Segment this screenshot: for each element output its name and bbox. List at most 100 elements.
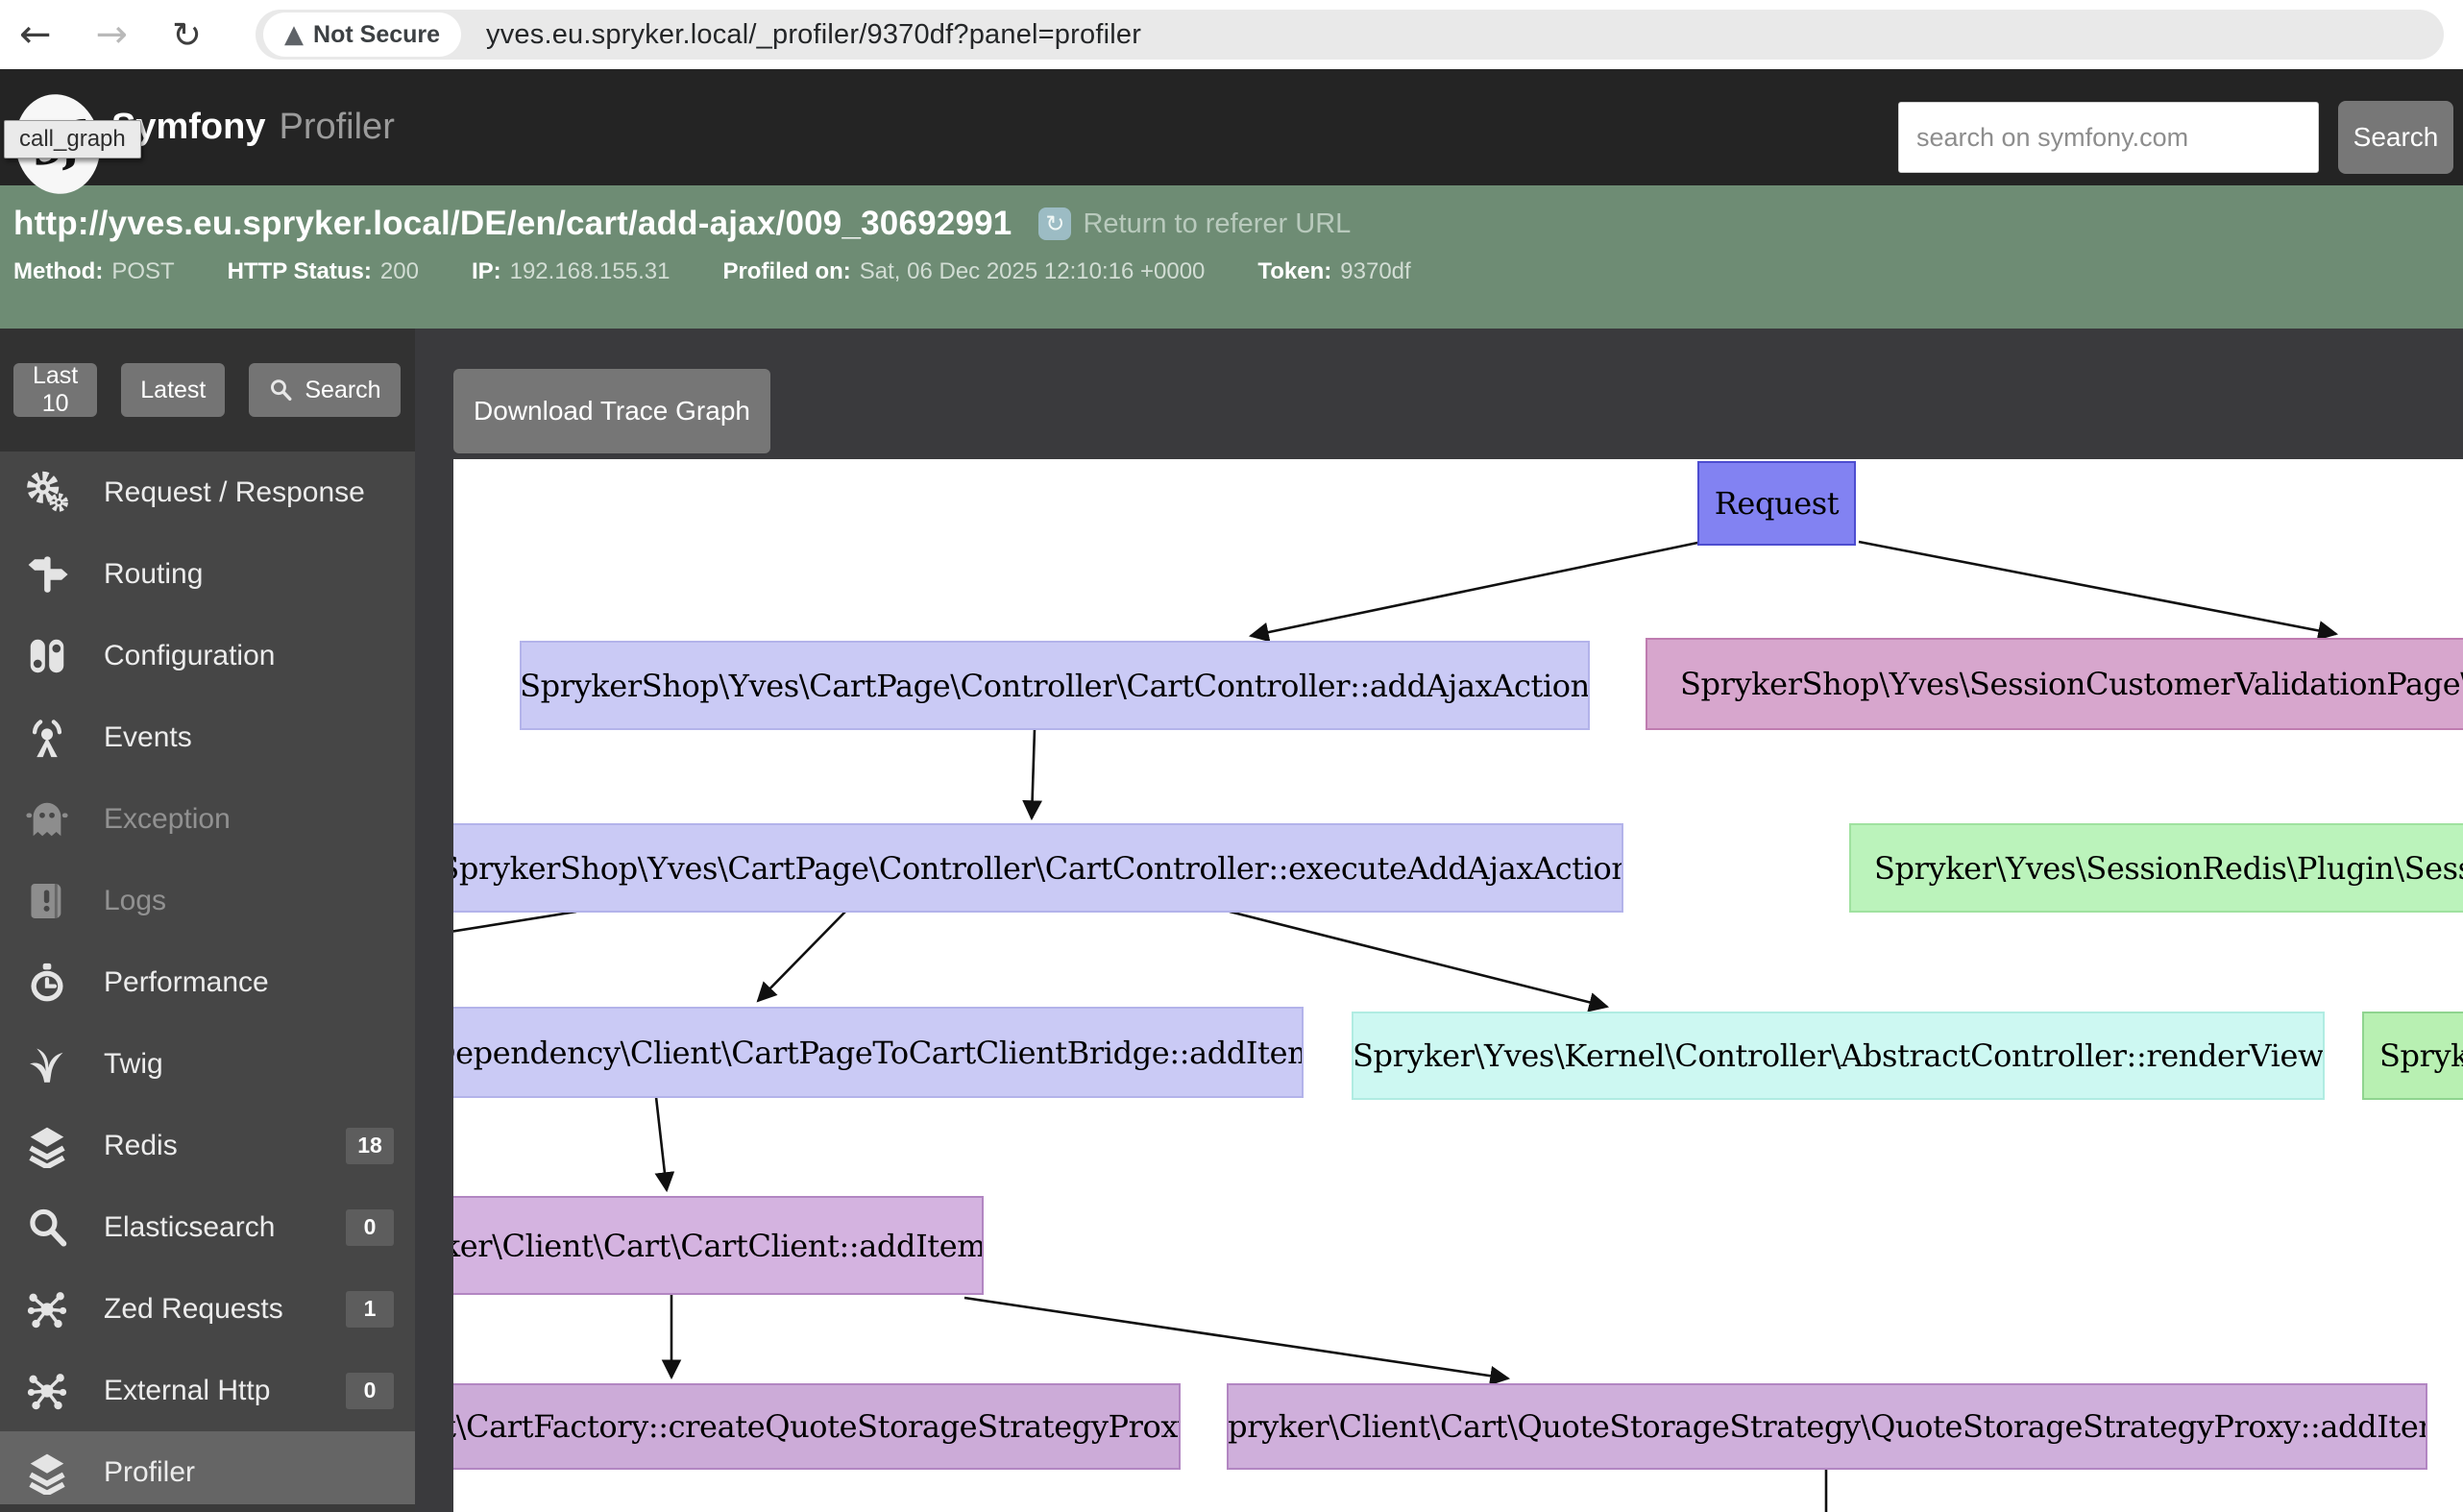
call-graph-edge [1229,910,1610,1012]
sidebar-item-label: Events [104,720,192,753]
call-graph-node-add-ajax-action[interactable]: SprykerShop\Yves\CartPage\Controller\Car… [520,641,1590,730]
return-to-referer-link[interactable]: ↻ Return to referer URL [1038,207,1351,240]
meta-label: Token: [1257,258,1332,284]
meta-value: POST [111,258,175,284]
meta-profiled-on: Profiled on: Sat, 06 Dec 2025 12:10:16 +0… [722,258,1205,285]
toggles-icon [25,634,69,678]
call-graph-edge [453,910,577,933]
sidebar-item-routing[interactable]: Routing [0,533,415,615]
profiler-header: sf call_graph Symfony Profiler Search [0,69,2463,201]
sidebar-item-label: Configuration [104,639,276,671]
security-chip[interactable]: ▲︎ Not Secure [263,12,462,57]
sidebar-item-label: External Http [104,1374,271,1406]
call-graph-edge [654,1096,675,1193]
call-graph-node-quote-storage-strategy-proxy-add-item[interactable]: Spryker\Client\Cart\QuoteStorageStrategy… [1227,1383,2427,1470]
sidebar-item-profiler[interactable]: Profiler [0,1431,415,1512]
meta-method: Method: POST [13,258,175,285]
sidebar-item-logs[interactable]: Logs [0,860,415,941]
meta-label: HTTP Status: [227,258,372,284]
call-graph-edges [453,540,2339,1512]
sidebar-item-label: Profiler [104,1455,196,1488]
meta-token: Token:9370df [1257,258,1410,285]
sidebar-item-zed-requests[interactable]: Zed Requests 1 [0,1268,415,1350]
sidebar-item-label: Zed Requests [104,1292,283,1325]
meta-value: 192.168.155.31 [509,258,671,284]
sidebar-item-performance[interactable]: Performance [0,941,415,1023]
meta-label: Profiled on: [722,258,851,284]
meta-label: Method: [13,258,104,284]
sidebar-item-elasticsearch[interactable]: Elasticsearch 0 [0,1186,415,1268]
layers-icon [25,1451,69,1495]
gears-icon [25,471,69,515]
network-icon [25,1287,69,1331]
sidebar-item-redis[interactable]: Redis 18 [0,1105,415,1186]
meta-value: Sat, 06 Dec 2025 12:10:16 +0000 [859,258,1206,284]
call-graph-node-request[interactable]: Request [1697,461,1856,546]
browser-toolbar: ← → ↻ ▲︎ Not Secure yves.eu.spryker.loca… [0,0,2463,69]
network-icon [25,1369,69,1413]
magnifier-icon [25,1206,69,1250]
sidebar-item-external-http[interactable]: External Http 0 [0,1350,415,1431]
sidebar-item-twig[interactable]: Twig [0,1023,415,1105]
call-graph-edge [963,1296,1511,1386]
magnifier-icon [268,378,293,402]
page-title: Symfony Profiler [111,69,395,185]
call-graph-node-green-partial[interactable]: Spryk [2362,1012,2463,1100]
forward-icon[interactable]: → [95,12,129,57]
call-graph-node-abstract-controller-render-view[interactable]: Spryker\Yves\Kernel\Controller\AbstractC… [1352,1012,2325,1100]
call-graph-node-execute-add-ajax-action[interactable]: SprykerShop\Yves\CartPage\Controller\Car… [453,823,1623,913]
brand-suffix: Profiler [279,107,395,147]
call-graph-tooltip: call_graph [4,120,141,159]
call-graph-node-session-customer-validation[interactable]: SprykerShop\Yves\SessionCustomerValidati… [1646,638,2463,730]
count-badge: 0 [346,1372,394,1409]
count-badge: 1 [346,1290,394,1328]
call-graph-node-session-redis-plugin[interactable]: Spryker\Yves\SessionRedis\Plugin\Sessi [1849,823,2463,913]
sidebar-item-exception[interactable]: Exception [0,778,415,860]
signpost-icon [25,552,69,597]
sidebar-item-label: Redis [104,1129,178,1161]
call-graph-node-cart-client-add-item[interactable]: ker\Client\Cart\CartClient::addItem [453,1196,984,1295]
count-badge: 18 [346,1127,394,1164]
symfony-search-input[interactable] [1898,102,2319,173]
meta-label: IP: [471,258,501,284]
address-bar[interactable]: ▲︎ Not Secure yves.eu.spryker.local/_pro… [256,10,2444,60]
reload-icon[interactable]: ↻ [172,13,203,56]
call-graph-edge [1248,540,1703,643]
url-text: yves.eu.spryker.local/_profiler/9370df?p… [486,18,1142,50]
download-trace-graph-button[interactable]: Download Trace Graph [453,369,770,453]
sidebar-item-label: Exception [104,802,231,835]
sidebar-button-latest[interactable]: Latest [121,363,226,417]
symfony-search-button[interactable]: Search [2338,101,2453,174]
sidebar-item-events[interactable]: Events [0,696,415,778]
meta-ip: IP: 192.168.155.31 [472,258,671,285]
back-icon[interactable]: ← [19,12,52,57]
sidebar-item-label: Twig [104,1047,163,1080]
sidebar-button-last-10[interactable]: Last 10 [13,362,98,417]
request-summary-bar: http://yves.eu.spryker.local/DE/en/cart/… [0,185,2463,329]
warning-icon: ▲︎ [284,20,305,49]
call-graph-edge [1022,728,1042,821]
sidebar-item-label: Elasticsearch [104,1210,276,1243]
referer-icon: ↻ [1038,207,1072,240]
call-graph-edge [756,911,846,1003]
twig-icon [25,1042,69,1086]
stopwatch-icon [25,961,69,1005]
count-badge: 0 [346,1208,394,1246]
sidebar-button-search[interactable]: Search [249,363,401,417]
call-graph-node-cart-page-to-cart-client-bridge[interactable]: Dependency\Client\CartPageToCartClientBr… [453,1007,1304,1098]
sidebar-item-label: Routing [104,557,204,590]
sidebar-actions: Last 10 Latest Search [0,329,415,451]
security-chip-label: Not Secure [313,20,441,48]
sidebar-item-configuration[interactable]: Configuration [0,615,415,696]
ghost-icon [25,797,69,841]
log-book-icon [25,879,69,923]
symfony-search: Search [1898,101,2453,174]
sidebar-item-request-response[interactable]: Request / Response [0,451,415,533]
call-graph-node-create-quote-storage-strategy-proxy[interactable]: rt\CartFactory::createQuoteStorageStrate… [453,1383,1181,1470]
main-panel: Download Trace Graph [415,329,2463,1512]
